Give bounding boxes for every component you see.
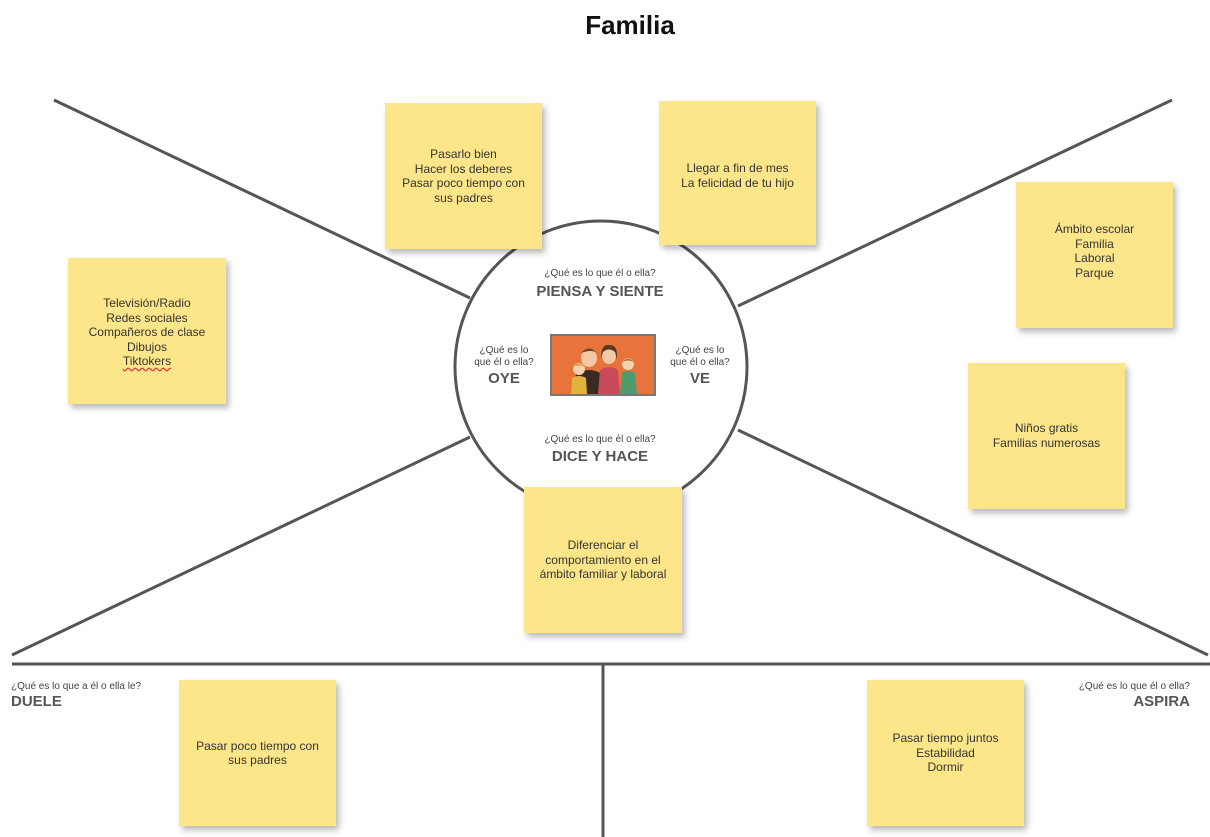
note-line: sus padres (228, 753, 287, 767)
note-line: Pasarlo bien (430, 147, 497, 161)
note-aspira[interactable]: Pasar tiempo juntos Estabilidad Dormir (867, 680, 1024, 826)
duele-heading: DUELE (11, 693, 62, 710)
ve-question-line-2: que él o ella? (670, 357, 730, 368)
note-piensa-1[interactable]: Pasarlo bien Hacer los deberes Pasar poc… (385, 103, 542, 249)
page-title: Familia (585, 10, 675, 40)
note-dice[interactable]: Diferenciar el comportamiento en el ámbi… (524, 487, 682, 633)
note-line: Llegar a fin de mes (686, 161, 789, 175)
note-line: Ámbito escolar (1054, 222, 1135, 236)
note-line: Dibujos (126, 339, 167, 354)
note-line: Niños gratis (1014, 421, 1079, 435)
note-line: Pasar tiempo juntos (892, 731, 999, 746)
piensa-heading: PIENSA Y SIENTE (536, 283, 664, 300)
note-line: La felicidad de tu hijo (681, 175, 794, 190)
divider-bottom-right (737, 428, 1209, 657)
aspira-question: ¿Qué es lo que él o ella? (1078, 681, 1190, 692)
dice-question: ¿Qué es lo que él o ella? (544, 434, 656, 445)
piensa-question: ¿Qué es lo que él o ella? (544, 268, 656, 279)
oye-question-line-1: ¿Qué es lo (479, 345, 529, 356)
note-line: Tiktokers (89, 354, 206, 369)
note-line: Hacer los deberes (414, 161, 513, 176)
note-ve-2[interactable]: Niños gratis Familias numerosas (968, 363, 1125, 509)
family-illustration (550, 334, 656, 396)
divider-top-left (53, 98, 471, 300)
note-piensa-2[interactable]: Llegar a fin de mes La felicidad de tu h… (659, 101, 816, 245)
ve-question-line-1: ¿Qué es lo (675, 345, 725, 356)
note-line-misspelled: Tiktokers (122, 354, 172, 368)
note-line: Familias numerosas (992, 435, 1101, 450)
note-line: Diferenciar el (567, 538, 639, 553)
dice-heading: DICE Y HACE (551, 448, 649, 465)
note-line: Parque (1075, 265, 1114, 280)
divider-bottom-left (11, 435, 471, 657)
note-line: Compañeros de clase (88, 325, 206, 339)
note-oye[interactable]: Televisión/Radio Redes sociales Compañer… (68, 258, 226, 404)
note-line: Televisión/Radio (103, 296, 191, 310)
family-illustration-svg (552, 336, 654, 394)
aspira-heading: ASPIRA (1133, 693, 1190, 710)
note-line: Familia (1075, 236, 1114, 251)
note-line: Redes sociales (106, 310, 188, 325)
note-ve-1[interactable]: Ámbito escolar Familia Laboral Parque (1016, 182, 1173, 328)
ve-heading: VE (689, 370, 710, 387)
oye-question-line-2: que él o ella? (474, 357, 534, 368)
oye-heading: OYE (488, 370, 520, 387)
note-line: sus padres (434, 190, 493, 205)
note-line: Dormir (927, 760, 964, 775)
note-line: Estabilidad (916, 745, 975, 760)
duele-question: ¿Qué es lo que a él o ella le? (11, 681, 142, 692)
note-line: ámbito familiar y laboral (539, 567, 667, 582)
note-line: Pasar poco tiempo con (196, 738, 319, 753)
divider-top-right (737, 98, 1173, 308)
note-line: comportamiento en el (545, 552, 661, 567)
note-line: Pasar poco tiempo con (402, 176, 525, 190)
note-line: Laboral (1074, 251, 1115, 265)
note-duele[interactable]: Pasar poco tiempo con sus padres (179, 680, 336, 826)
